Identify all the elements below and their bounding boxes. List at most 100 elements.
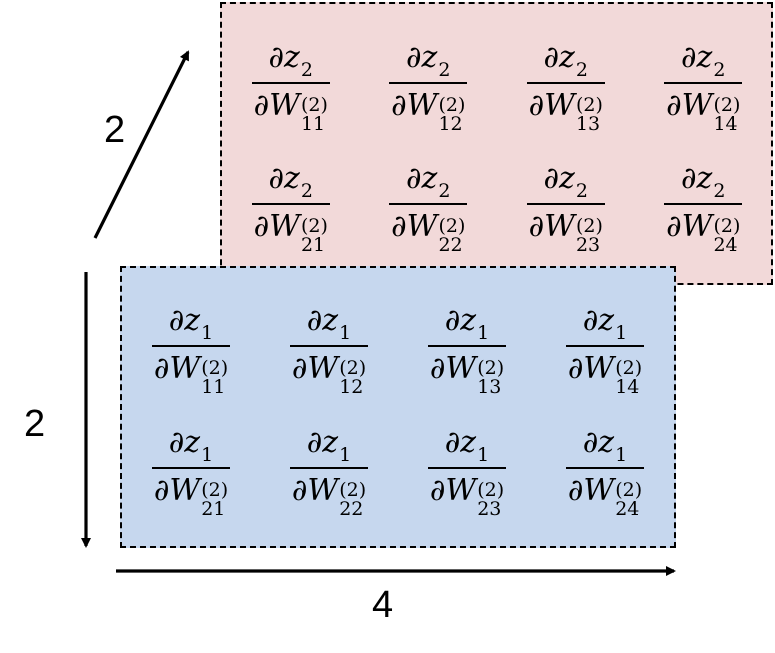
fraction-denominator: ∂W(2)24 — [664, 203, 743, 255]
denominator-superscript: (2) — [438, 94, 466, 116]
denominator-subscript: 23 — [575, 234, 601, 256]
denominator-superscript: (2) — [339, 356, 367, 379]
denominator-superscript: (2) — [477, 356, 505, 379]
numerator-subscript: 2 — [300, 59, 313, 81]
fraction-numerator: ∂z2 — [265, 39, 317, 82]
fraction-numerator: ∂z1 — [303, 302, 355, 345]
denominator-superscript: (2) — [615, 356, 643, 379]
denominator-variable: ∂W — [253, 209, 300, 244]
numerator-variable: ∂z — [444, 424, 477, 460]
denominator-subscript: 24 — [615, 497, 640, 520]
numerator-subscript: 2 — [713, 59, 726, 81]
fraction: ∂z1 ∂W(2)23 — [427, 424, 507, 518]
fraction-denominator: ∂W(2)11 — [251, 82, 330, 134]
fraction: ∂z2 ∂W(2)14 — [664, 39, 743, 134]
denominator-superscript: (2) — [477, 478, 505, 501]
fraction-numerator: ∂z2 — [402, 160, 454, 203]
fraction-numerator: ∂z1 — [579, 424, 631, 467]
back-partial-derivative-cell: ∂z2∂W(2)21 — [222, 143, 360, 264]
fraction-denominator: ∂W(2)12 — [389, 82, 468, 134]
denominator-variable: ∂W — [528, 88, 575, 123]
fraction: ∂z1∂W(2)13 — [427, 302, 507, 396]
denominator-variable: ∂W — [429, 350, 477, 386]
back-layer-box — [220, 2, 773, 285]
fraction-denominator: ∂W(2)13 — [526, 82, 605, 134]
back-partial-derivative-cell: ∂z2∂W(2)11 — [222, 22, 360, 143]
front-partial-derivative-cell: ∂z1 ∂W(2)23 — [398, 406, 536, 528]
fraction: ∂z2∂W(2)11 — [251, 39, 330, 134]
back-partial-derivative-cell: ∂z2∂W(2)13 — [497, 22, 635, 143]
fraction-numerator: ∂z1 — [441, 302, 493, 345]
denominator-superscript: (2) — [713, 215, 741, 237]
numerator-variable: ∂z — [168, 302, 201, 338]
denominator-superscript: (2) — [575, 215, 603, 237]
fraction-numerator: ∂z1 — [579, 302, 631, 345]
numerator-variable: ∂z — [268, 40, 300, 75]
back-partial-derivative-cell: ∂z2∂W(2)24 — [635, 143, 773, 264]
denominator-superscript: (2) — [713, 94, 741, 116]
fraction-numerator: ∂z1 — [303, 424, 355, 467]
front-layer-box — [120, 266, 676, 548]
numerator-variable: ∂z — [444, 302, 477, 338]
front-partial-derivative-cell: ∂z1 ∂W(2)24 — [536, 406, 674, 528]
fraction: ∂z2∂W(2)13 — [526, 39, 605, 134]
numerator-variable: ∂z — [582, 424, 615, 460]
denominator-superscript: (2) — [300, 215, 328, 237]
denominator-superscript: (2) — [575, 94, 603, 116]
denominator-superscript: (2) — [615, 478, 643, 501]
denominator-variable: ∂W — [666, 209, 713, 244]
fraction: ∂z2∂W(2)23 — [526, 160, 605, 255]
back-partial-derivative-cell: ∂z2∂W(2)23 — [497, 143, 635, 264]
rows-dimension-label: 2 — [24, 403, 46, 445]
fraction-denominator: ∂W(2)11 — [151, 344, 231, 396]
numerator-subscript: 2 — [438, 59, 451, 81]
fraction-denominator: ∂W(2)22 — [389, 203, 468, 255]
numerator-subscript: 2 — [713, 180, 726, 202]
front-partial-derivative-cell: ∂z1∂W(2)22 — [260, 406, 398, 528]
fraction: ∂z2∂W(2)24 — [664, 160, 743, 255]
denominator-variable: ∂W — [291, 350, 339, 386]
back-partial-derivative-cell: ∂z2∂W(2)22 — [360, 143, 498, 264]
denominator-variable: ∂W — [429, 472, 477, 508]
denominator-variable: ∂W — [567, 350, 615, 386]
fraction-numerator: ∂z2 — [265, 160, 317, 203]
fraction-numerator: ∂z1 — [441, 424, 493, 467]
denominator-variable: ∂W — [567, 472, 615, 508]
back-partial-derivative-cell: ∂z2 ∂W(2)14 — [635, 22, 773, 143]
denominator-subscript: 22 — [438, 234, 463, 256]
numerator-variable: ∂z — [406, 161, 438, 196]
front-layer-matrix: ∂z1∂W(2)11∂z1∂W(2)12∂z1∂W(2)13∂z1∂W(2)14… — [122, 284, 674, 528]
denominator-subscript: 13 — [477, 375, 502, 398]
fraction-numerator: ∂z2 — [677, 160, 729, 203]
fraction: ∂z1 ∂W(2)24 — [565, 424, 645, 518]
fraction-denominator: ∂W(2)12 — [289, 344, 369, 396]
numerator-variable: ∂z — [681, 161, 713, 196]
fraction-numerator: ∂z2 — [540, 160, 592, 203]
denominator-subscript: 23 — [477, 497, 502, 520]
denominator-subscript: 12 — [339, 375, 364, 398]
fraction-numerator: ∂z1 — [165, 424, 217, 467]
fraction: ∂z1∂W(2)22 — [289, 424, 369, 518]
numerator-subscript: 1 — [201, 443, 214, 466]
fraction-denominator: ∂W(2)13 — [427, 344, 507, 396]
denominator-subscript: 14 — [713, 113, 738, 135]
fraction: ∂z1∂W(2)21 — [151, 424, 231, 518]
front-partial-derivative-cell: ∂z1∂W(2)13 — [398, 284, 536, 406]
numerator-subscript: 2 — [575, 180, 588, 202]
back-partial-derivative-cell: ∂z2∂W(2)12 — [360, 22, 498, 143]
numerator-variable: ∂z — [306, 424, 339, 460]
front-partial-derivative-cell: ∂z1∂W(2)12 — [260, 284, 398, 406]
depth-dimension-label: 2 — [104, 109, 126, 151]
fraction: ∂z2∂W(2)12 — [389, 39, 468, 134]
back-layer-matrix: ∂z2∂W(2)11∂z2∂W(2)12∂z2∂W(2)13∂z2∂W(2)14… — [222, 22, 772, 264]
denominator-subscript: 11 — [300, 113, 326, 135]
numerator-variable: ∂z — [582, 302, 615, 338]
numerator-variable: ∂z — [543, 40, 575, 75]
fraction: ∂z1∂W(2)11 — [151, 302, 231, 396]
denominator-superscript: (2) — [300, 94, 328, 116]
denominator-variable: ∂W — [666, 88, 713, 123]
numerator-variable: ∂z — [306, 302, 339, 338]
fraction-numerator: ∂z2 — [677, 39, 729, 82]
denominator-subscript: 12 — [438, 113, 463, 135]
